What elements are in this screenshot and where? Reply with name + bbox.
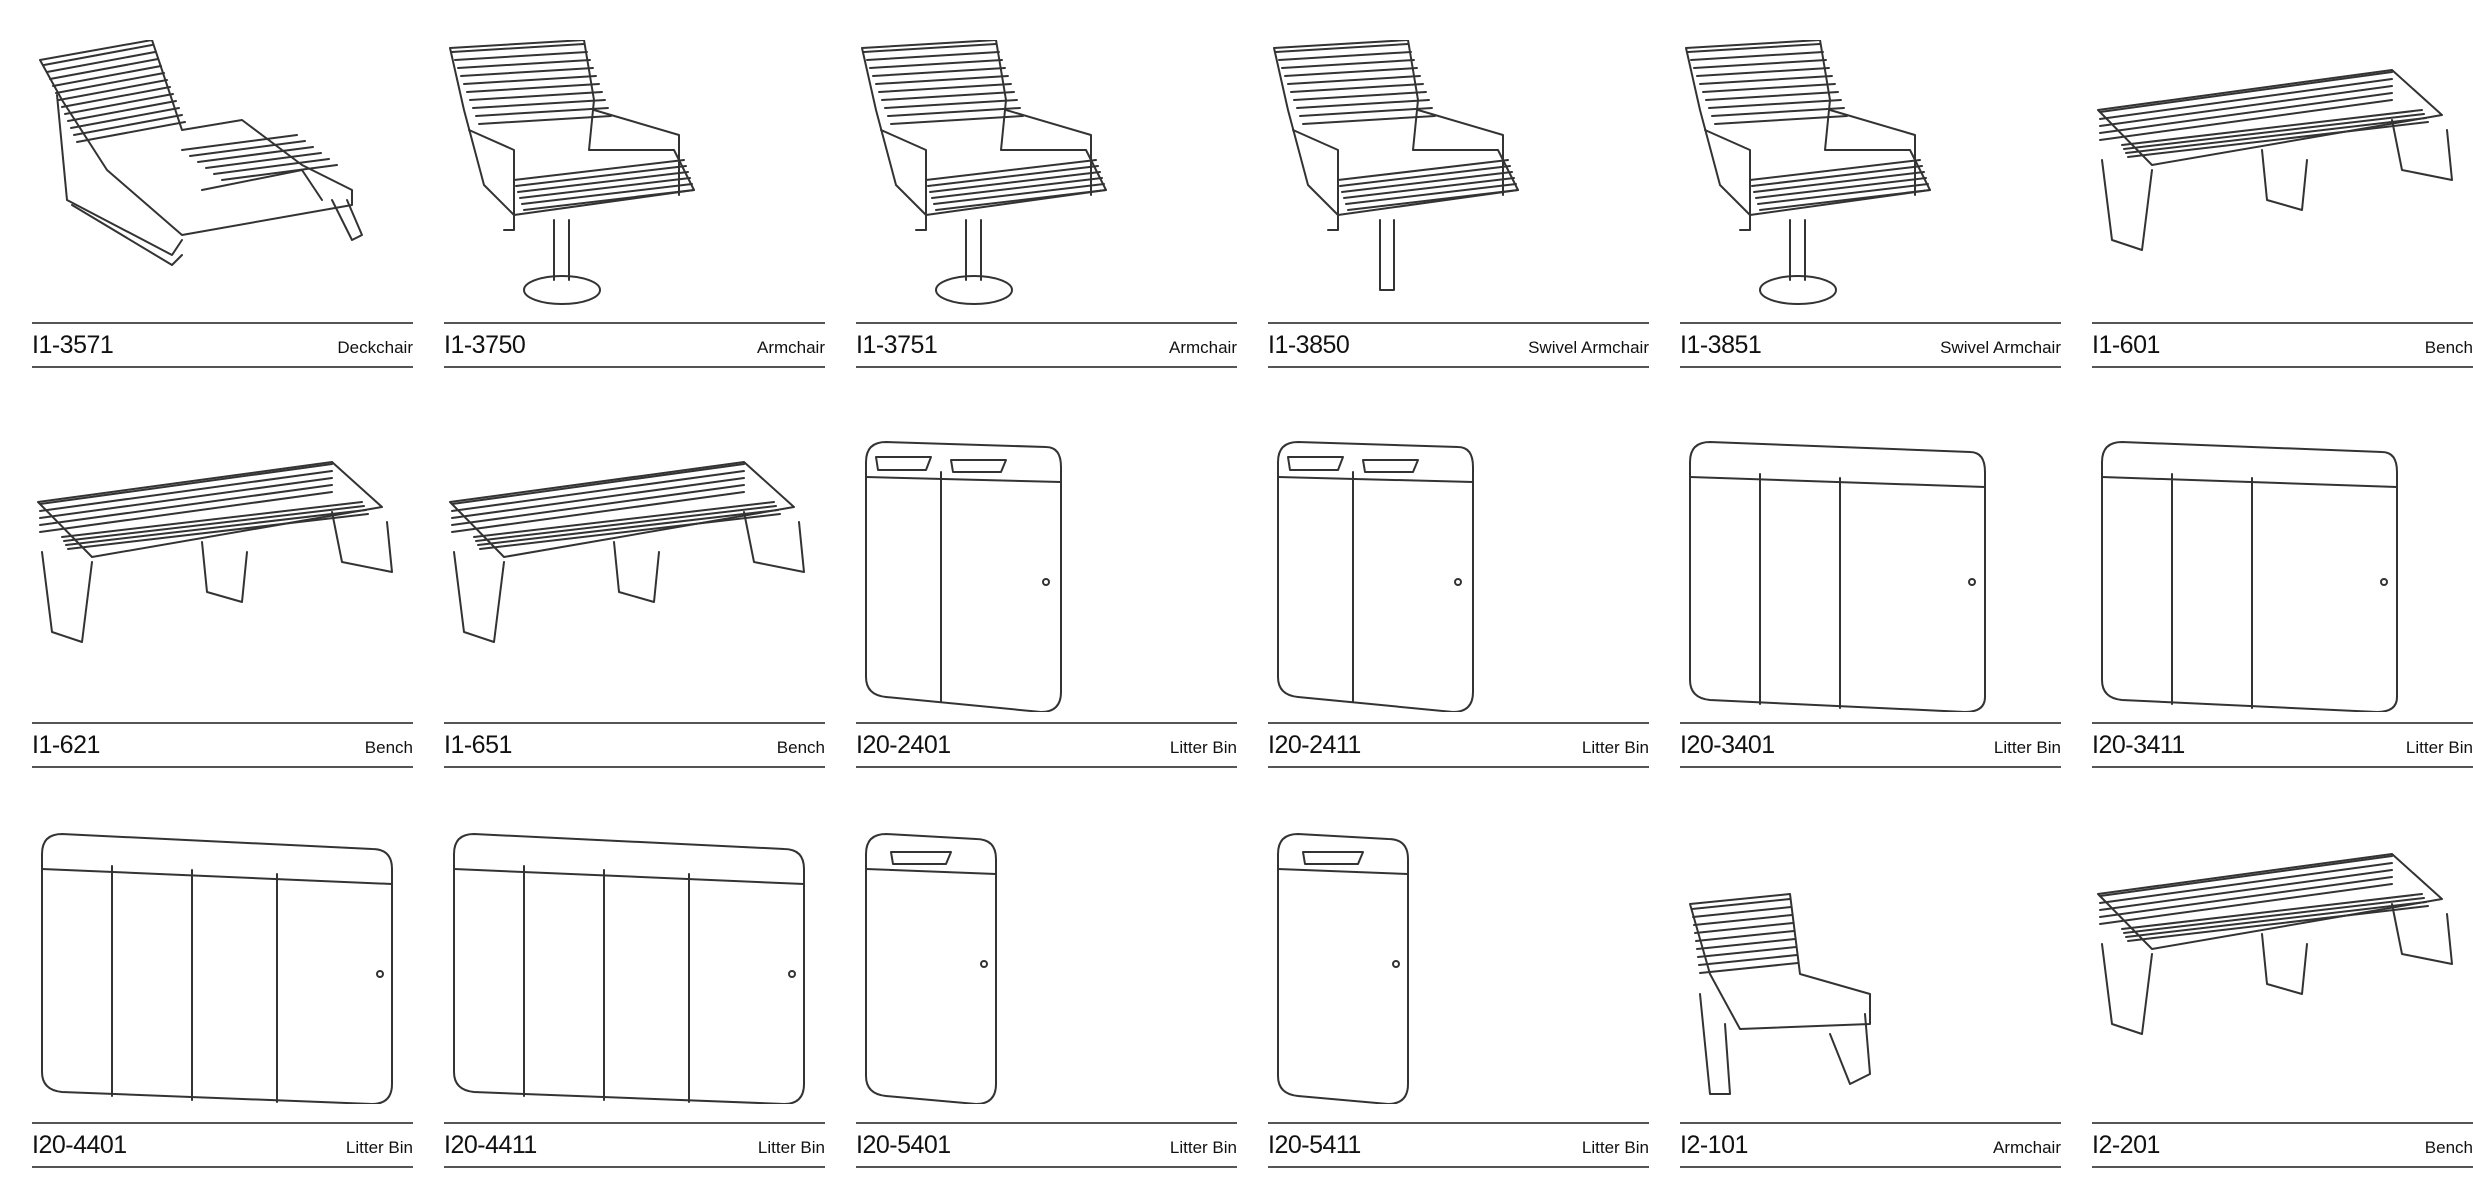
product-type: Armchair: [1168, 338, 1237, 357]
bench-drawing: [2092, 824, 2473, 1104]
litter-bin-drawing: [856, 824, 1237, 1104]
product-type: Bench: [2424, 338, 2473, 357]
product-caption: I1-651 Bench: [444, 722, 825, 768]
product-card[interactable]: I1-3751 Armchair: [856, 0, 1237, 402]
litter-bin-drawing: [2092, 432, 2473, 712]
litter-bin-drawing: [856, 432, 1237, 712]
product-code: I1-3850: [1268, 330, 1350, 359]
product-type: Litter Bin: [1581, 1138, 1649, 1157]
product-type: Bench: [2424, 1138, 2473, 1157]
armchair-drawing: [444, 40, 825, 320]
product-caption: I1-3750 Armchair: [444, 322, 825, 368]
product-type: Bench: [776, 738, 825, 757]
product-card[interactable]: I2-101 Armchair: [1680, 804, 2061, 1180]
product-card[interactable]: I1-3851 Swivel Armchair: [1680, 0, 2061, 402]
product-code: I20-5401: [856, 1130, 951, 1159]
product-card[interactable]: I20-3401 Litter Bin: [1680, 402, 2061, 804]
product-card[interactable]: I1-621 Bench: [32, 402, 413, 804]
product-code: I1-3851: [1680, 330, 1762, 359]
product-code: I20-5411: [1268, 1130, 1361, 1159]
bench-drawing: [32, 432, 413, 712]
product-card[interactable]: I1-651 Bench: [444, 402, 825, 804]
product-code: I1-651: [444, 730, 512, 759]
product-code: I20-4401: [32, 1130, 127, 1159]
product-card[interactable]: I20-5401 Litter Bin: [856, 804, 1237, 1180]
product-card[interactable]: I1-3850 Swivel Armchair: [1268, 0, 1649, 402]
product-code: I20-2411: [1268, 730, 1361, 759]
bench-drawing: [444, 432, 825, 712]
product-caption: I1-3571 Deckchair: [32, 322, 413, 368]
product-caption: I1-3851 Swivel Armchair: [1680, 322, 2061, 368]
product-code: I1-621: [32, 730, 100, 759]
deckchair-drawing: [32, 40, 413, 320]
product-card[interactable]: I1-3750 Armchair: [444, 0, 825, 402]
litter-bin-drawing: [1680, 432, 2061, 712]
product-type: Litter Bin: [345, 1138, 413, 1157]
product-caption: I20-4411 Litter Bin: [444, 1122, 825, 1168]
product-code: I20-3411: [2092, 730, 2185, 759]
product-type: Deckchair: [337, 338, 413, 357]
product-caption: I2-201 Bench: [2092, 1122, 2473, 1168]
product-type: Litter Bin: [757, 1138, 825, 1157]
armchair-drawing: [856, 40, 1237, 320]
product-card[interactable]: I20-3411 Litter Bin: [2092, 402, 2473, 804]
product-code: I1-601: [2092, 330, 2160, 359]
product-type: Armchair: [1992, 1138, 2061, 1157]
swivel-armchair-drawing: [1680, 40, 2061, 320]
product-type: Litter Bin: [1169, 1138, 1237, 1157]
litter-bin-drawing: [444, 824, 825, 1104]
product-card[interactable]: I20-2401 Litter Bin: [856, 402, 1237, 804]
product-type: Bench: [364, 738, 413, 757]
product-card[interactable]: I20-5411 Litter Bin: [1268, 804, 1649, 1180]
product-code: I20-3401: [1680, 730, 1775, 759]
product-card[interactable]: I20-4401 Litter Bin: [32, 804, 413, 1180]
product-caption: I20-5411 Litter Bin: [1268, 1122, 1649, 1168]
swivel-armchair-drawing: [1268, 40, 1649, 320]
product-code: I2-101: [1680, 1130, 1748, 1159]
product-code: I2-201: [2092, 1130, 2160, 1159]
litter-bin-drawing: [32, 824, 413, 1104]
product-type: Litter Bin: [1993, 738, 2061, 757]
armchair-drawing: [1680, 824, 2061, 1104]
product-code: I20-2401: [856, 730, 951, 759]
product-type: Swivel Armchair: [1940, 338, 2061, 357]
product-caption: I1-621 Bench: [32, 722, 413, 768]
product-type: Litter Bin: [2405, 738, 2473, 757]
product-code: I1-3750: [444, 330, 526, 359]
product-card[interactable]: I20-2411 Litter Bin: [1268, 402, 1649, 804]
product-caption: I1-601 Bench: [2092, 322, 2473, 368]
product-caption: I20-5401 Litter Bin: [856, 1122, 1237, 1168]
product-type: Litter Bin: [1169, 738, 1237, 757]
product-card[interactable]: I1-3571 Deckchair: [32, 0, 413, 402]
litter-bin-drawing: [1268, 432, 1649, 712]
product-type: Litter Bin: [1581, 738, 1649, 757]
product-caption: I20-3401 Litter Bin: [1680, 722, 2061, 768]
product-type: Armchair: [756, 338, 825, 357]
product-code: I1-3571: [32, 330, 114, 359]
product-card[interactable]: I20-4411 Litter Bin: [444, 804, 825, 1180]
product-code: I20-4411: [444, 1130, 537, 1159]
litter-bin-drawing: [1268, 824, 1649, 1104]
product-caption: I20-2401 Litter Bin: [856, 722, 1237, 768]
product-caption: I20-3411 Litter Bin: [2092, 722, 2473, 768]
product-type: Swivel Armchair: [1528, 338, 1649, 357]
product-caption: I2-101 Armchair: [1680, 1122, 2061, 1168]
product-code: I1-3751: [856, 330, 938, 359]
product-caption: I20-2411 Litter Bin: [1268, 722, 1649, 768]
product-caption: I20-4401 Litter Bin: [32, 1122, 413, 1168]
product-card[interactable]: I2-201 Bench: [2092, 804, 2473, 1180]
bench-drawing: [2092, 40, 2473, 320]
product-caption: I1-3850 Swivel Armchair: [1268, 322, 1649, 368]
product-caption: I1-3751 Armchair: [856, 322, 1237, 368]
product-card[interactable]: I1-601 Bench: [2092, 0, 2473, 402]
